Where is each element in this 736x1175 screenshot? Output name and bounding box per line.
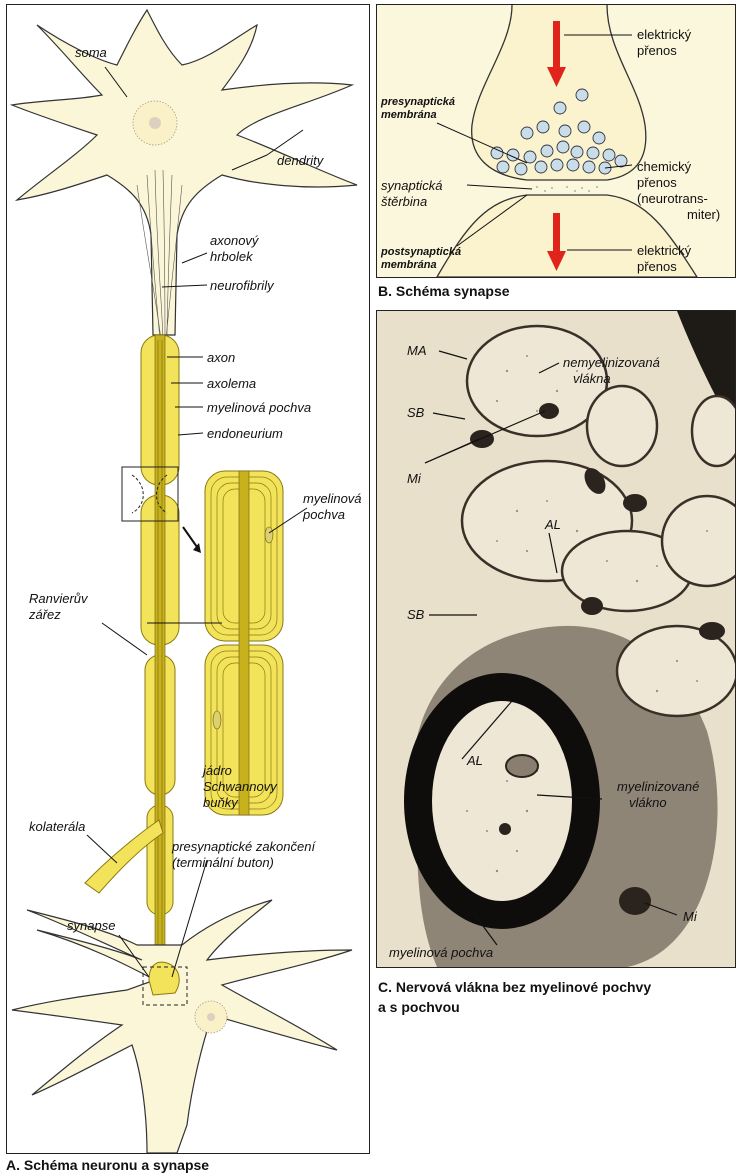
label-chemicky-1: chemický (637, 159, 692, 174)
caption-panel-b: B. Schéma synapse (378, 282, 510, 301)
neuron-illustration: soma dendrity axonový hrbolek neurofibri… (7, 5, 369, 1153)
label-presynapticke-2: (terminální buton) (172, 855, 274, 870)
label-elektricky-top-2: přenos (637, 43, 677, 58)
label-jadro-1: jádro (201, 763, 232, 778)
label-neurofibrily: neurofibrily (210, 278, 275, 293)
panel-a-neuron-diagram: soma dendrity axonový hrbolek neurofibri… (6, 4, 370, 1154)
electron-micrograph: MA nemyelinizovaná vlákna SB Mi AL SB AL… (377, 311, 735, 967)
label-axonovy-1: axonový (210, 233, 260, 248)
label-myelinova-pochva: myelinová pochva (207, 400, 311, 415)
label-mi-1: Mi (407, 471, 422, 486)
label-sb-1: SB (407, 405, 425, 420)
lower-soma-shape (12, 900, 352, 1153)
label-elektricky-bot-1: elektrický (637, 243, 692, 258)
label-axolema: axolema (207, 376, 256, 391)
label-synapticka-2: štěrbina (381, 194, 427, 209)
caption-panel-c-line-2: a s pochvou (378, 998, 460, 1017)
label-ranvieruv-1: Ranvierův (29, 591, 89, 606)
label-al-1: AL (544, 517, 561, 532)
label-synapticka-1: synaptická (381, 178, 442, 193)
label-chemicky-4: miter) (687, 207, 720, 222)
synapse-illustration: elektrický přenos presynaptická membrána… (377, 5, 735, 277)
label-ma: MA (407, 343, 427, 358)
label-nemyelinizovana-2: vlákna (573, 371, 611, 386)
label-myelinizovane-1: myelinizované (617, 779, 699, 794)
label-presynapticka-1: presynaptická (380, 96, 455, 108)
label-chemicky-2: přenos (637, 175, 677, 190)
label-inset-myelinova-1: myelinová (303, 491, 362, 506)
caption-panel-a: A. Schéma neuronu a synapse (6, 1156, 209, 1175)
label-sb-2: SB (407, 607, 425, 622)
myelinated-fiber-axon (432, 701, 572, 901)
label-presynapticke-1: presynaptické zakončení (171, 839, 316, 854)
label-dendrity: dendrity (277, 153, 325, 168)
label-elektricky-top-1: elektrický (637, 27, 692, 42)
label-postsynapticka-1: postsynaptická (380, 246, 461, 258)
label-soma: soma (75, 45, 107, 60)
label-al-2: AL (466, 753, 483, 768)
label-myelinizovane-2: vlákno (629, 795, 667, 810)
label-endoneurium: endoneurium (207, 426, 283, 441)
label-mi-2: Mi (683, 909, 698, 924)
label-postsynapticka-2: membrána (381, 259, 437, 271)
label-ranvieruv-2: zářez (28, 607, 61, 622)
label-axon: axon (207, 350, 235, 365)
label-chemicky-3: (neurotrans- (637, 191, 708, 206)
label-presynapticka-2: membrána (381, 109, 437, 121)
caption-panel-c-line-1: C. Nervová vlákna bez myelinové pochvy (378, 978, 651, 997)
label-axonovy-2: hrbolek (210, 249, 254, 264)
label-inset-myelinova-2: pochva (302, 507, 345, 522)
panel-b-synapse-diagram: elektrický přenos presynaptická membrána… (376, 4, 736, 278)
label-nemyelinizovana-1: nemyelinizovaná (563, 355, 660, 370)
label-jadro-3: buňky (203, 795, 239, 810)
label-elektricky-bot-2: přenos (637, 259, 677, 274)
label-jadro-2: Schwannovy (203, 779, 278, 794)
label-kolaterala: kolaterála (29, 819, 85, 834)
label-myelinova-pochva-c: myelinová pochva (389, 945, 493, 960)
label-synapse: synapse (67, 918, 115, 933)
panel-c-micrograph: MA nemyelinizovaná vlákna SB Mi AL SB AL… (376, 310, 736, 968)
